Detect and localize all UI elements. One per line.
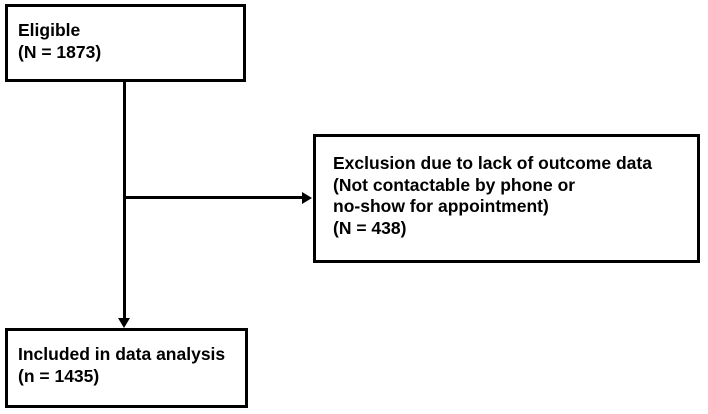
arrowhead-down-icon bbox=[118, 318, 130, 328]
exclusion-count: (N = 438) bbox=[333, 217, 407, 238]
included-box: Included in data analysis (n = 1435) bbox=[5, 328, 248, 408]
exclusion-detail-line-2: no-show for appointment) bbox=[333, 196, 549, 216]
included-label: Included in data analysis bbox=[18, 344, 226, 364]
exclusion-box: Exclusion due to lack of outcome data (N… bbox=[313, 134, 700, 263]
eligible-label: Eligible bbox=[18, 20, 81, 40]
exclusion-detail-line-1: (Not contactable by phone or bbox=[333, 174, 576, 195]
exclusion-label: Exclusion due to lack of outcome data bbox=[333, 153, 652, 173]
connector-horizontal-line bbox=[124, 196, 302, 199]
eligible-count: (N = 1873) bbox=[18, 41, 102, 62]
eligible-box: Eligible (N = 1873) bbox=[5, 4, 246, 82]
arrowhead-right-icon bbox=[302, 192, 312, 204]
connector-vertical-line bbox=[123, 82, 126, 318]
included-count: (n = 1435) bbox=[18, 365, 100, 386]
